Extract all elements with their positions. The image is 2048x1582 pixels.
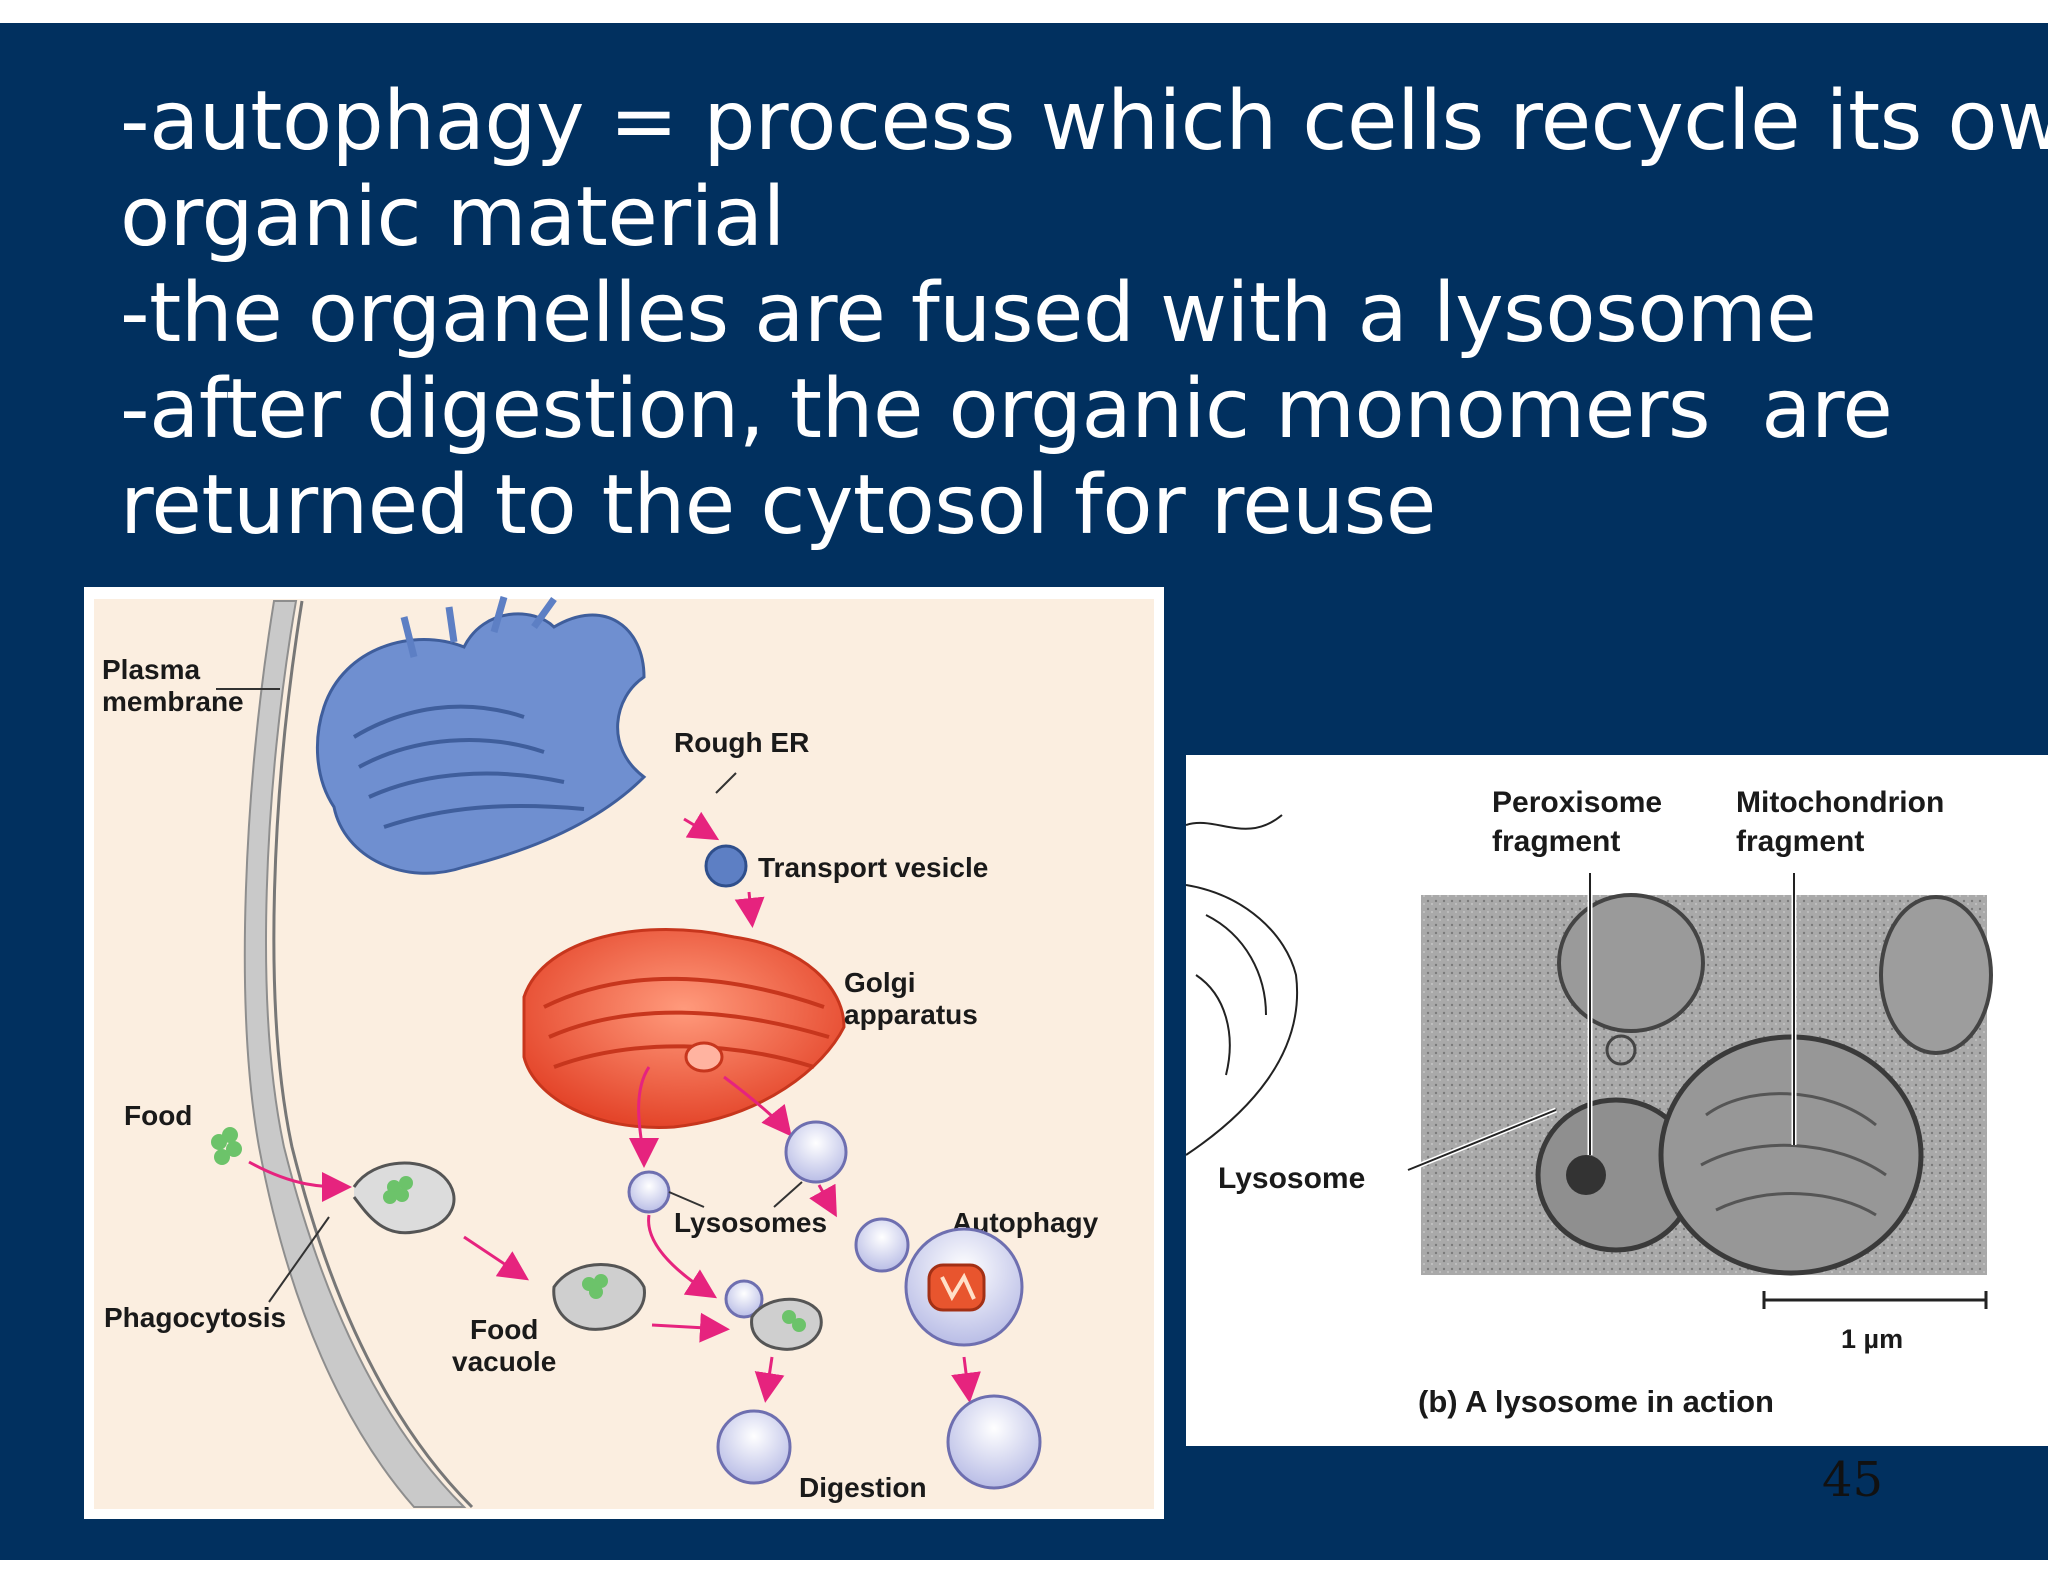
micrograph-caption: (b) A lysosome in action	[1418, 1384, 1774, 1419]
golgi-label-line-1: Golgi	[844, 967, 916, 998]
micrograph-panel: Peroxisome fragment Mitochondrion fragme…	[1186, 755, 2048, 1446]
plasma-membrane-shape	[243, 600, 467, 1508]
digestion-vesicle-1	[716, 1409, 792, 1485]
lysosome-diagram-panel: Rough ER Transport vesicle Golgi apparat…	[84, 587, 1164, 1519]
rough-er-shape	[316, 596, 647, 875]
micrograph-figure: Peroxisome fragment Mitochondrion fragme…	[1186, 755, 2048, 1446]
text-line-1: -autophagy = process which cells recycle…	[120, 74, 2048, 169]
micrograph-mitochondrion	[1658, 1034, 1924, 1276]
fused-vacuole	[750, 1297, 823, 1351]
food-vacuole-label-line-1: Food	[470, 1314, 538, 1345]
page-number: 45	[1822, 1452, 1884, 1508]
lysosome-small	[627, 1170, 671, 1214]
golgi-label-line-2: apparatus	[844, 999, 978, 1030]
food-particle	[211, 1127, 242, 1165]
lysosome-large	[784, 1120, 848, 1184]
transport-vesicle-shape	[704, 844, 748, 888]
mitochondrion-label-line-2: fragment	[1736, 825, 1864, 858]
mitochondrion-label-line-1: Mitochondrion	[1736, 786, 1944, 819]
phagocytosis-label: Phagocytosis	[104, 1302, 286, 1333]
plasma-membrane-label-line-1: Plasma	[102, 654, 200, 685]
digestion-label: Digestion	[799, 1472, 927, 1503]
text-line-3: -the organelles are fused with a lysosom…	[120, 266, 1817, 361]
lysosome-diagram: Rough ER Transport vesicle Golgi apparat…	[94, 596, 1154, 1509]
slide-body-text: -autophagy = process which cells recycle…	[120, 74, 2048, 554]
text-line-4: -after digestion, the organic monomers a…	[120, 362, 1893, 457]
text-line-2: organic material	[120, 170, 785, 265]
golgi-apparatus-shape	[522, 928, 846, 1129]
plasma-membrane-label-line-2: membrane	[102, 686, 244, 717]
text-line-5: returned to the cytosol for reuse	[120, 458, 1436, 553]
scale-bar-label: 1 µm	[1841, 1324, 1903, 1354]
transport-vesicle-label: Transport vesicle	[758, 852, 988, 883]
food-vacuole-label-line-2: vacuole	[452, 1346, 556, 1377]
lysosome-label: Lysosome	[1218, 1162, 1365, 1195]
rough-er-label: Rough ER	[674, 727, 809, 758]
peroxisome-label-line-2: fragment	[1492, 825, 1620, 858]
food-label: Food	[124, 1100, 192, 1131]
peroxisome-label-line-1: Peroxisome	[1492, 786, 1662, 819]
digestion-vesicle-2	[946, 1394, 1042, 1490]
line-drawing-fragment	[1186, 814, 1299, 1156]
micrograph-upper-organelle	[1557, 893, 1705, 1033]
lysosomes-label: Lysosomes	[674, 1207, 827, 1238]
